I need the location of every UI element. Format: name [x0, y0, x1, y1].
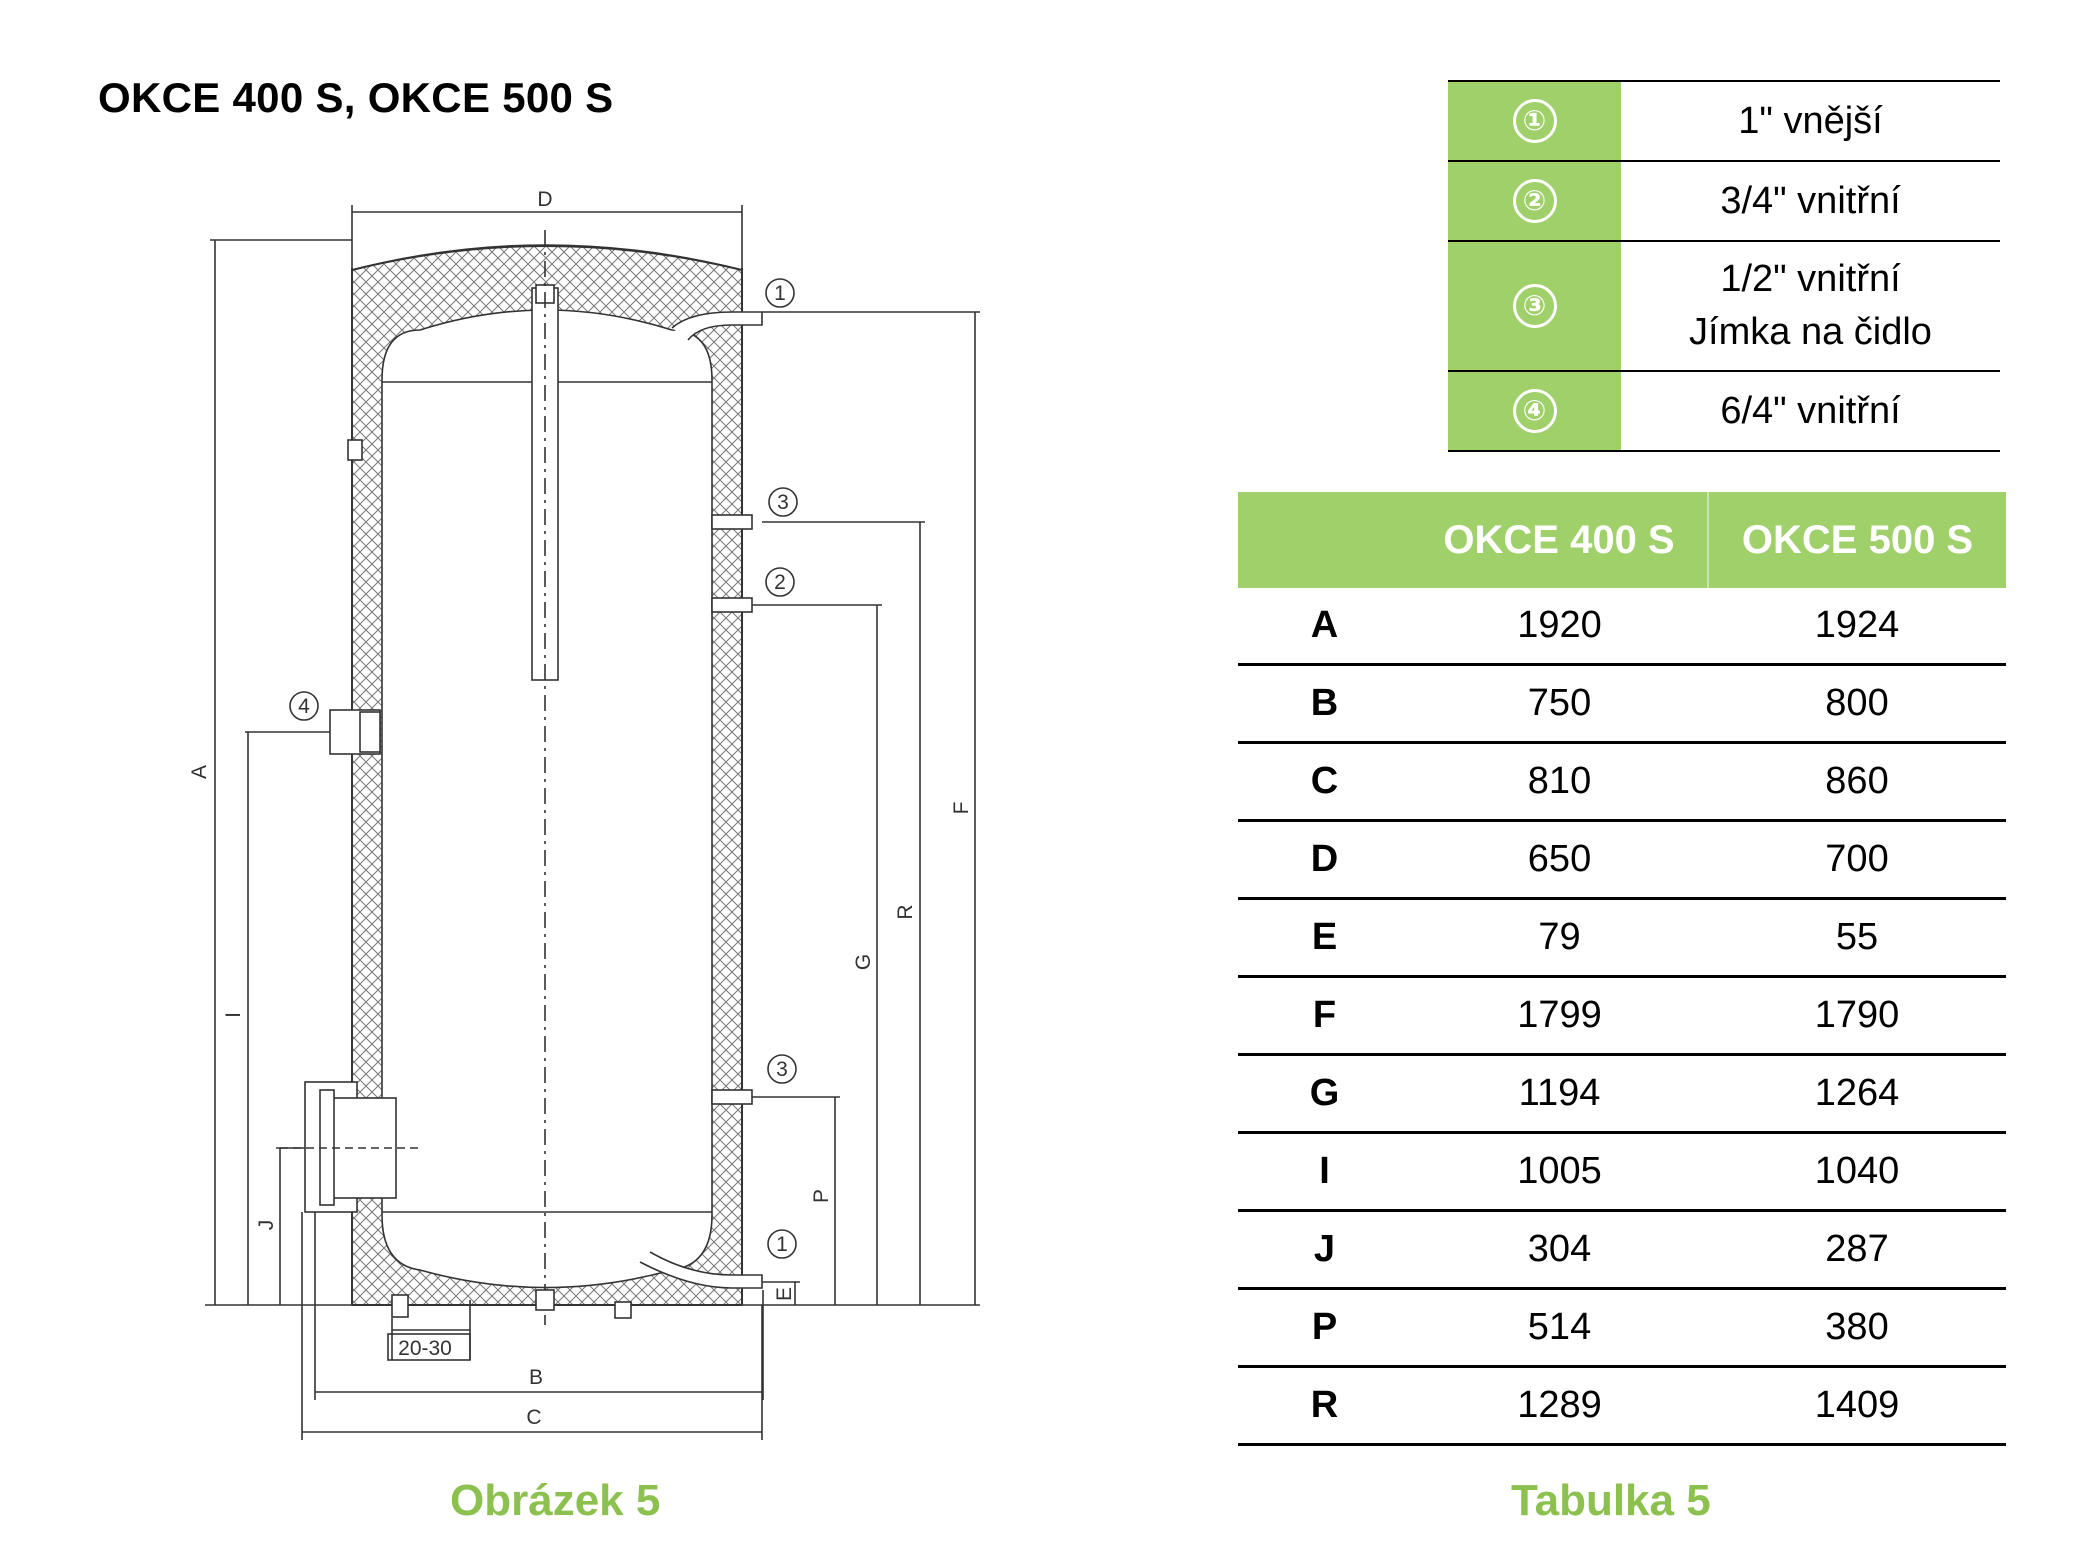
dim-label-g: G	[852, 954, 875, 970]
okce-500-value: 1924	[1708, 588, 2006, 666]
connection-symbol: ②	[1512, 179, 1557, 223]
connection-description: 3/4" vnitřní	[1621, 160, 2000, 241]
okce-400-value: 650	[1411, 820, 1708, 900]
okce-400-value: 79	[1411, 898, 1708, 978]
marker-1-top: 1	[774, 282, 786, 305]
okce-400-value: 1289	[1411, 1366, 1708, 1446]
connection-symbol: ③	[1512, 284, 1557, 328]
okce-500-value: 860	[1708, 742, 2006, 822]
row-key: E	[1238, 898, 1411, 978]
okce-500-value: 287	[1708, 1210, 2006, 1290]
okce-500-value: 55	[1708, 898, 2006, 978]
row-key: A	[1238, 588, 1411, 666]
column-header	[1238, 492, 1411, 588]
page-title: OKCE 400 S, OKCE 500 S	[98, 74, 614, 121]
okce-400-value: 1194	[1411, 1054, 1708, 1134]
column-header: OKCE 500 S	[1708, 492, 2006, 588]
figure-caption: Obrázek 5	[450, 1476, 661, 1525]
okce-400-value: 1005	[1411, 1132, 1708, 1212]
marker-1-bottom: 1	[776, 1233, 788, 1256]
marker-3-lower: 3	[776, 1058, 788, 1081]
okce-400-value: 1799	[1411, 976, 1708, 1056]
okce-500-value: 1264	[1708, 1054, 2006, 1134]
connection-description-sub: Jímka na čidlo	[1689, 311, 1932, 353]
connection-symbol: ④	[1512, 389, 1557, 433]
dim-label-a: A	[188, 765, 211, 779]
dim-label-e: E	[773, 1287, 796, 1301]
inner-tank	[381, 309, 713, 1289]
marker-4: 4	[298, 695, 310, 718]
dim-label-j: J	[255, 1220, 278, 1231]
dim-label-d: D	[537, 188, 552, 211]
connection-symbol: ①	[1512, 99, 1557, 143]
dim-label-i: I	[222, 1012, 245, 1018]
dim-label-c: C	[526, 1406, 541, 1429]
row-key: J	[1238, 1210, 1411, 1290]
row-key: B	[1238, 664, 1411, 744]
dim-label-b: B	[529, 1366, 543, 1389]
okce-500-value: 380	[1708, 1288, 2006, 1368]
okce-400-value: 810	[1411, 742, 1708, 822]
table-caption: Tabulka 5	[1511, 1476, 1711, 1525]
row-key: P	[1238, 1288, 1411, 1368]
row-key: C	[1238, 742, 1411, 822]
okce-400-value: 750	[1411, 664, 1708, 744]
okce-400-value: 1920	[1411, 588, 1708, 666]
marker-3-upper: 3	[777, 491, 789, 514]
table-row: ② 3/4" vnitřní	[1448, 160, 2000, 241]
dim-label-gap: 20-30	[398, 1337, 452, 1360]
row-key: D	[1238, 820, 1411, 900]
table-row: ④ 6/4" vnitřní	[1448, 370, 2000, 452]
dim-label-f: F	[950, 802, 973, 815]
okce-500-value: 1409	[1708, 1366, 2006, 1446]
table-row: ③ 1/2" vnitřní Jímka na čidlo	[1448, 240, 2000, 371]
row-key: I	[1238, 1132, 1411, 1212]
column-header: OKCE 400 S	[1411, 492, 1709, 588]
tank-drawing: D A I J F R G P E B C 20-30 1 3 2 4 3 1	[188, 188, 980, 1440]
connection-description: 1/2" vnitřní	[1720, 258, 1901, 300]
row-key: G	[1238, 1054, 1411, 1134]
okce-500-value: 1790	[1708, 976, 2006, 1056]
okce-500-value: 1040	[1708, 1132, 2006, 1212]
row-key: R	[1238, 1366, 1411, 1446]
dim-label-r: R	[894, 904, 917, 919]
connection-description: 1" vnější	[1621, 80, 2000, 161]
okce-500-value: 700	[1708, 820, 2006, 900]
row-key: F	[1238, 976, 1411, 1056]
marker-2: 2	[774, 571, 786, 594]
okce-400-value: 304	[1411, 1210, 1708, 1290]
table-row: ① 1" vnější	[1448, 80, 2000, 161]
okce-400-value: 514	[1411, 1288, 1708, 1368]
connection-description: 6/4" vnitřní	[1621, 370, 2000, 452]
table-header-row: OKCE 400 S OKCE 500 S	[1238, 492, 2006, 588]
okce-500-value: 800	[1708, 664, 2006, 744]
connection-legend-table: ① 1" vnější ② 3/4" vnitřní ③ 1/2" vnitřn…	[1448, 80, 2000, 452]
dim-label-p: P	[810, 1189, 833, 1203]
